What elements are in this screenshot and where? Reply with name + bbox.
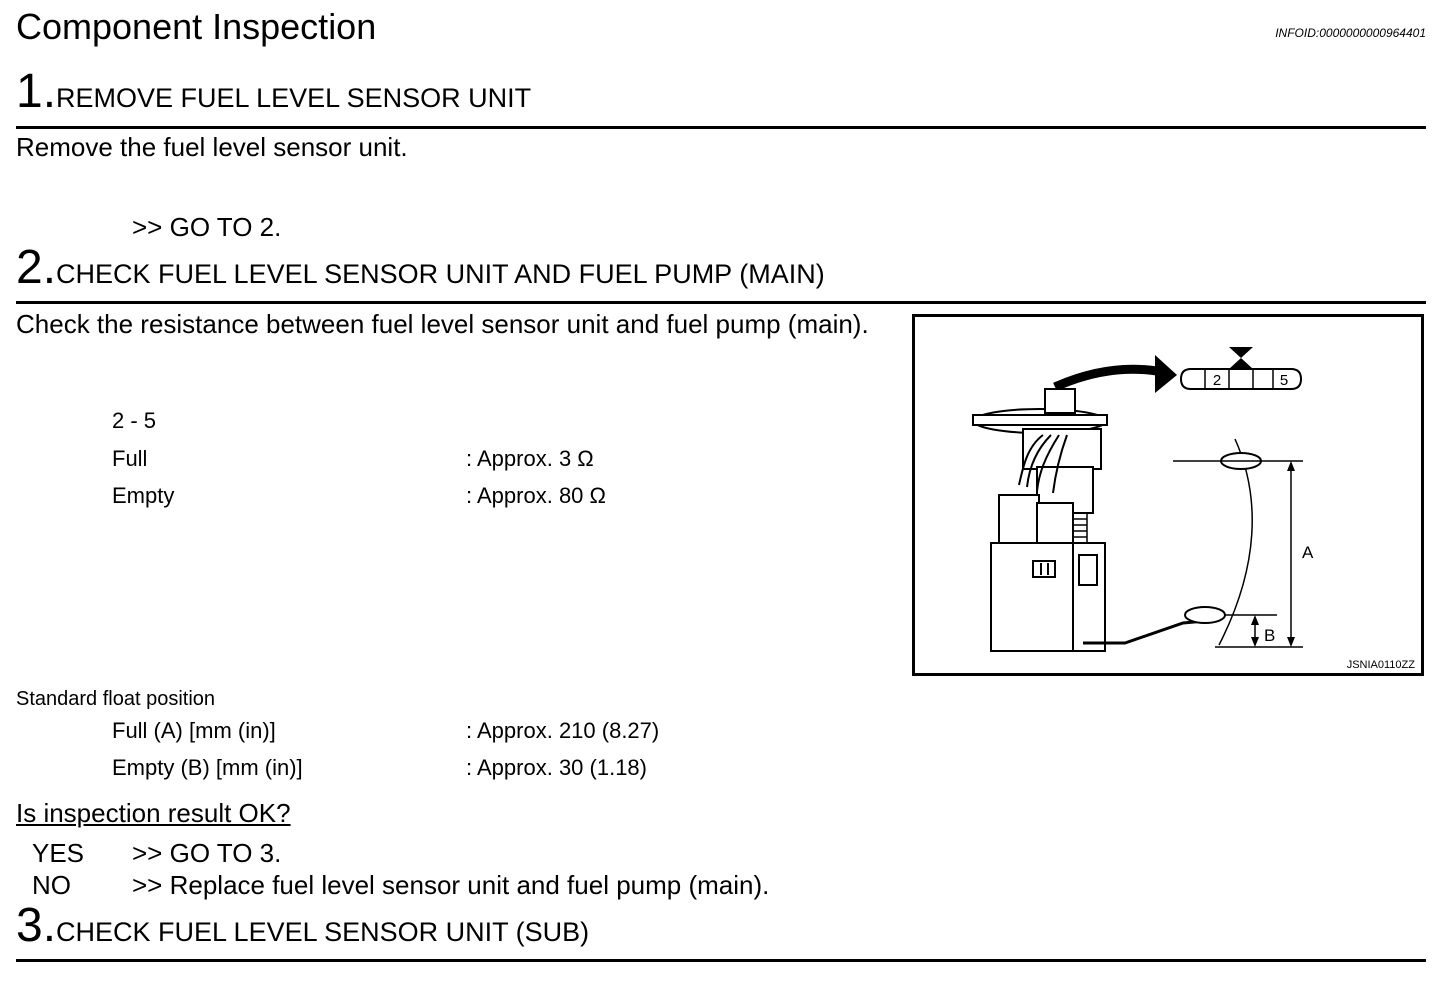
float-full-value: : Approx. 210 (8.27) (466, 718, 660, 743)
resistance-full-label: Full (112, 446, 148, 471)
step-2-number: 2. (16, 241, 57, 294)
step-2-heading: 2.CHECK FUEL LEVEL SENSOR UNIT AND FUEL … (16, 240, 825, 295)
float-empty-label: Empty (B) [mm (in)] (112, 755, 303, 780)
answer-yes-action: >> GO TO 3. (132, 838, 282, 868)
step-2-title: CHECK FUEL LEVEL SENSOR UNIT AND FUEL PU… (56, 259, 825, 289)
resistance-empty-label: Empty (112, 483, 175, 508)
info-id: INFOID:0000000000964401 (1275, 26, 1426, 40)
dimension-b-label: B (1264, 626, 1275, 645)
answer-yes-key: YES (32, 838, 85, 868)
connector-arrow-shaft (1053, 364, 1158, 392)
fuel-pump-body (990, 494, 1106, 652)
connector-lock-icon (1229, 347, 1253, 369)
step-1-instruction: Remove the fuel level sensor unit. (16, 132, 408, 162)
fuel-pump-diagram: 2 5 (972, 347, 1416, 671)
resistance-full-value: : Approx. 3 Ω (466, 446, 594, 471)
wire-harness (1018, 434, 1068, 494)
float-position-heading: Standard float position (16, 688, 216, 710)
dimension-arrows (1251, 461, 1295, 647)
float-full-label: Full (A) [mm (in)] (112, 718, 276, 743)
dimension-lines (1173, 460, 1303, 648)
step-1-heading: 1.REMOVE FUEL LEVEL SENSOR UNIT (16, 64, 531, 119)
step-2-divider (16, 301, 1426, 304)
step-3-heading: 3.CHECK FUEL LEVEL SENSOR UNIT (SUB) (16, 898, 589, 953)
connector-arrow-head (1155, 355, 1177, 393)
step-3-divider (16, 959, 1426, 962)
step-1-divider (16, 126, 1426, 129)
step-1-number: 1. (16, 65, 57, 118)
answer-no-action: >> Replace fuel level sensor unit and fu… (132, 870, 770, 900)
step-3-title: CHECK FUEL LEVEL SENSOR UNIT (SUB) (56, 917, 590, 947)
connector-terminal-5: 5 (1280, 372, 1288, 389)
step-2-instruction: Check the resistance between fuel level … (16, 309, 869, 339)
float-empty-icon (1184, 606, 1226, 624)
step-3-number: 3. (16, 899, 57, 952)
page-title: Component Inspection (16, 6, 377, 47)
step-1-title: REMOVE FUEL LEVEL SENSOR UNIT (56, 83, 532, 113)
connector-terminal-2: 2 (1213, 372, 1221, 389)
float-empty-value: : Approx. 30 (1.18) (466, 755, 647, 780)
connector-icon: 2 5 (1179, 347, 1303, 390)
step-1-next: >> GO TO 2. (132, 212, 282, 242)
resistance-empty-value: : Approx. 80 Ω (466, 483, 606, 508)
figure-code: JSNIA0110ZZ (1347, 659, 1416, 671)
inspection-question: Is inspection result OK? (16, 798, 291, 828)
terminals-label: 2 - 5 (112, 408, 157, 433)
fuel-level-sensor-figure: 2 5 (912, 314, 1424, 676)
answer-no-key: NO (32, 870, 71, 900)
dimension-a-label: A (1302, 543, 1314, 562)
